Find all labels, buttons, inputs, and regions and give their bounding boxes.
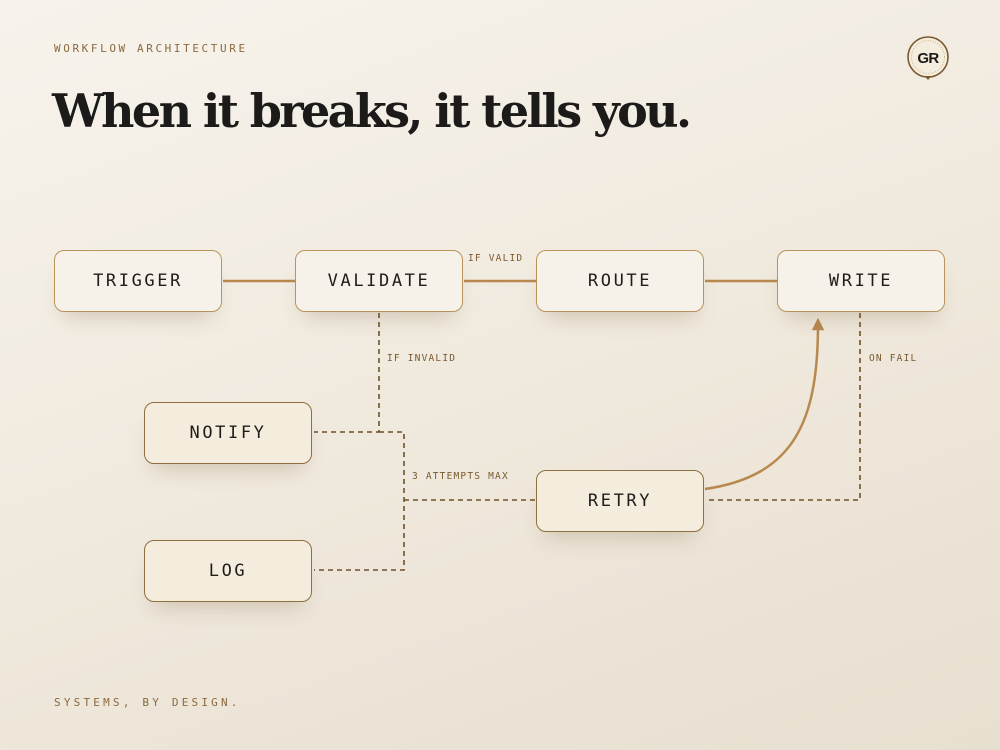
logo-text: GR [917,50,939,67]
node-validate: VALIDATE [295,250,463,312]
node-retry: RETRY [536,470,704,532]
edge-validate-log [314,431,405,571]
node-log: LOG [144,540,312,602]
logo-badge: GR [907,36,949,80]
page-title: When it breaks, it tells you. [52,84,692,138]
footer-tagline: SYSTEMS, BY DESIGN. [54,696,241,709]
eyebrow-label: WORKFLOW ARCHITECTURE [54,42,248,55]
label-if-valid: IF VALID [468,253,524,264]
label-if-invalid: IF INVALID [387,353,457,364]
edge-write-retry [705,313,861,501]
node-trigger: TRIGGER [54,250,222,312]
edge-retry-write-curve [704,317,825,491]
label-attempts-max: 3 ATTEMPTS MAX [412,471,509,482]
node-write: WRITE [777,250,945,312]
label-on-fail: ON FAIL [869,353,918,364]
node-notify: NOTIFY [144,402,312,464]
node-route: ROUTE [536,250,704,312]
edge-validate-notify [314,313,380,433]
